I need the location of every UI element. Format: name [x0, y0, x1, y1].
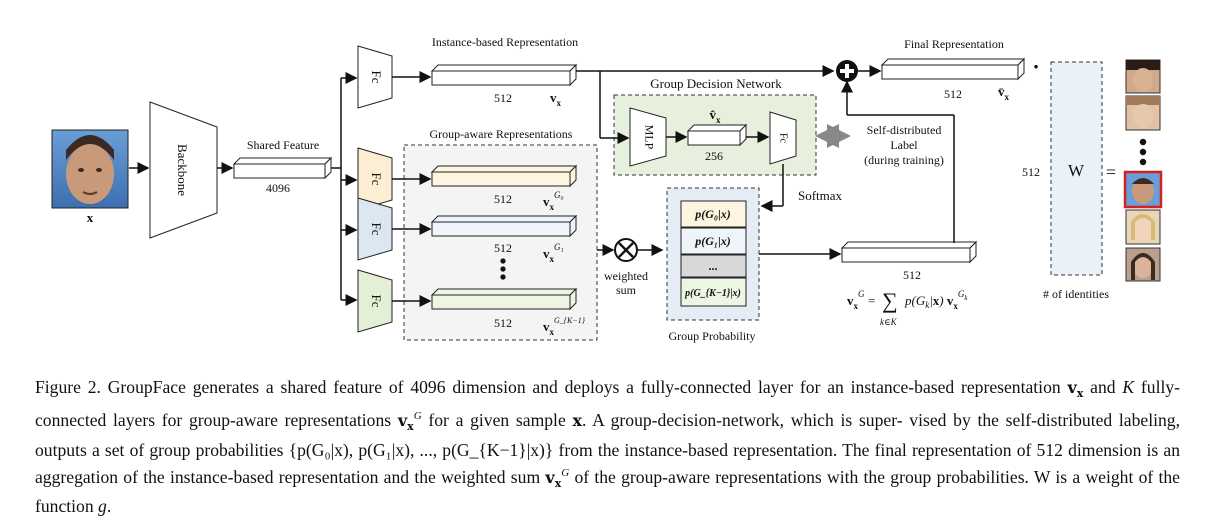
- identity-ellipsis: [1139, 138, 1147, 166]
- weight-matrix: [1050, 61, 1103, 276]
- group-fc-label-2: Fc: [369, 295, 384, 308]
- group-fc-label-1: Fc: [369, 223, 384, 236]
- weighted-sum-label-1: weighted: [604, 269, 648, 283]
- instance-dim: 512: [494, 91, 512, 105]
- caption-line-5: of the group-aware representations with …: [35, 466, 1180, 517]
- final-dim: 512: [944, 87, 962, 101]
- gdn-mlp-label: MLP: [642, 125, 656, 150]
- vertical-ellipsis: [500, 258, 506, 280]
- prob-text-2: ...: [709, 259, 718, 273]
- final-title: Final Representation: [904, 37, 1004, 51]
- caption-line-2: fully-connected layers for group-aware r…: [35, 377, 1180, 431]
- aggregated-representation-bar: [840, 240, 978, 264]
- aggregated-dim: 512: [903, 268, 921, 282]
- group-dim-0: 512: [494, 192, 512, 206]
- aggregated-formula: vxG = ∑ k∈K p(Gk|x) vxGk: [847, 288, 968, 327]
- identities-label: # of identities: [1043, 287, 1109, 301]
- prob-cell-ellipsis: [680, 254, 747, 278]
- input-face-image: [51, 129, 129, 209]
- group-fc-block-1: [357, 197, 393, 261]
- gdn-title: Group Decision Network: [650, 76, 782, 91]
- self-label-2: Label: [890, 138, 918, 152]
- aggregation-sum-operator: [836, 60, 858, 82]
- group-fc-block-0: [357, 147, 393, 211]
- caption-gdn: . A group-decision-network, which is sup…: [582, 410, 903, 431]
- gdn-dim: 256: [705, 149, 723, 163]
- dot-product-symbol: ·: [1032, 54, 1039, 79]
- self-label-3: (during training): [864, 153, 944, 167]
- softmax-label: Softmax: [798, 188, 843, 203]
- gdn-fc-block: [769, 111, 797, 165]
- instance-title: Instance-based Representation: [432, 35, 578, 49]
- group-dim-1: 512: [494, 241, 512, 255]
- self-label-1: Self-distributed: [867, 123, 942, 137]
- weight-dim: 512: [1022, 165, 1040, 179]
- instance-symbol: vx: [550, 90, 562, 108]
- caption-and: and: [1083, 377, 1123, 397]
- gdn-hidden-bar: [686, 123, 748, 147]
- group-representation-bar-1: [430, 214, 578, 238]
- shared-feature-bar: [232, 156, 333, 180]
- figure-caption: Figure 2. GroupFace generates a shared f…: [35, 377, 1181, 517]
- group-prob-title: Group Probability: [669, 329, 756, 343]
- identity-face-4: [1125, 209, 1161, 245]
- caption-g: g: [98, 496, 107, 517]
- instance-fc-label: Fc: [369, 71, 384, 84]
- svg-text:=: =: [868, 293, 875, 308]
- gdn-fc-label: Fc: [778, 133, 789, 144]
- gdn-vhat: v̂x: [710, 107, 722, 125]
- caption-line-1: Figure 2. GroupFace generates a shared f…: [35, 377, 1061, 397]
- group-aware-title: Group-aware Representations: [430, 127, 573, 141]
- caption-k: K: [1122, 377, 1135, 397]
- group-fc-block-2: [357, 269, 393, 333]
- shared-feature-dim: 4096: [266, 181, 290, 195]
- identity-face-highlighted: [1123, 170, 1163, 209]
- group-representation-bar-0: [430, 164, 578, 188]
- group-representation-bar-2: [430, 287, 578, 311]
- svg-text:p(Gk|x) vxGk: p(Gk|x) vxGk: [904, 289, 968, 311]
- backbone-block: [149, 101, 218, 239]
- backbone-label: Backbone: [175, 144, 190, 196]
- group-fc-label-0: Fc: [369, 173, 384, 186]
- equals-sign: =: [1106, 162, 1116, 182]
- prob-text-3: p(G_{K−1}|x): [684, 288, 741, 299]
- input-label: x: [87, 210, 94, 225]
- prob-cell-1: [680, 227, 747, 255]
- prob-cell-2: [680, 277, 747, 307]
- weight-label: W: [1068, 161, 1085, 180]
- prob-text-1: p(G₁|x): [694, 234, 730, 248]
- shared-feature-title: Shared Feature: [247, 138, 319, 152]
- weighted-sum-operator: [614, 238, 638, 262]
- caption-line-3: vised by the self-distributed labeling, …: [35, 410, 1180, 460]
- group-dim-2: 512: [494, 316, 512, 330]
- final-representation-bar: [880, 57, 1026, 81]
- identity-face-1: [1125, 59, 1161, 94]
- weighted-sum-label-2: sum: [616, 283, 637, 297]
- svg-text:vxG: vxG: [847, 289, 865, 311]
- final-symbol: v̄x: [998, 84, 1010, 102]
- svg-text:∑: ∑: [882, 288, 898, 313]
- instance-fc-block: [357, 45, 393, 109]
- prob-cell-0: [680, 200, 747, 228]
- svg-text:k∈K: k∈K: [880, 317, 898, 327]
- identity-face-5: [1125, 247, 1161, 282]
- identity-face-2: [1125, 95, 1161, 131]
- caption-line-4: representation. The final representation…: [35, 439, 1181, 487]
- caption-vxg: vx: [397, 411, 414, 434]
- caption-for-sample: for a given sample: [421, 410, 573, 431]
- groupface-architecture-diagram: x Backbone Shared Feature 4096 Fc Fc Fc …: [51, 35, 1163, 343]
- gdn-mlp-block: [629, 107, 667, 167]
- prob-text-0: p(G₀|x): [694, 207, 730, 221]
- instance-representation-bar: [430, 63, 578, 87]
- caption-vx: vx: [1067, 378, 1084, 401]
